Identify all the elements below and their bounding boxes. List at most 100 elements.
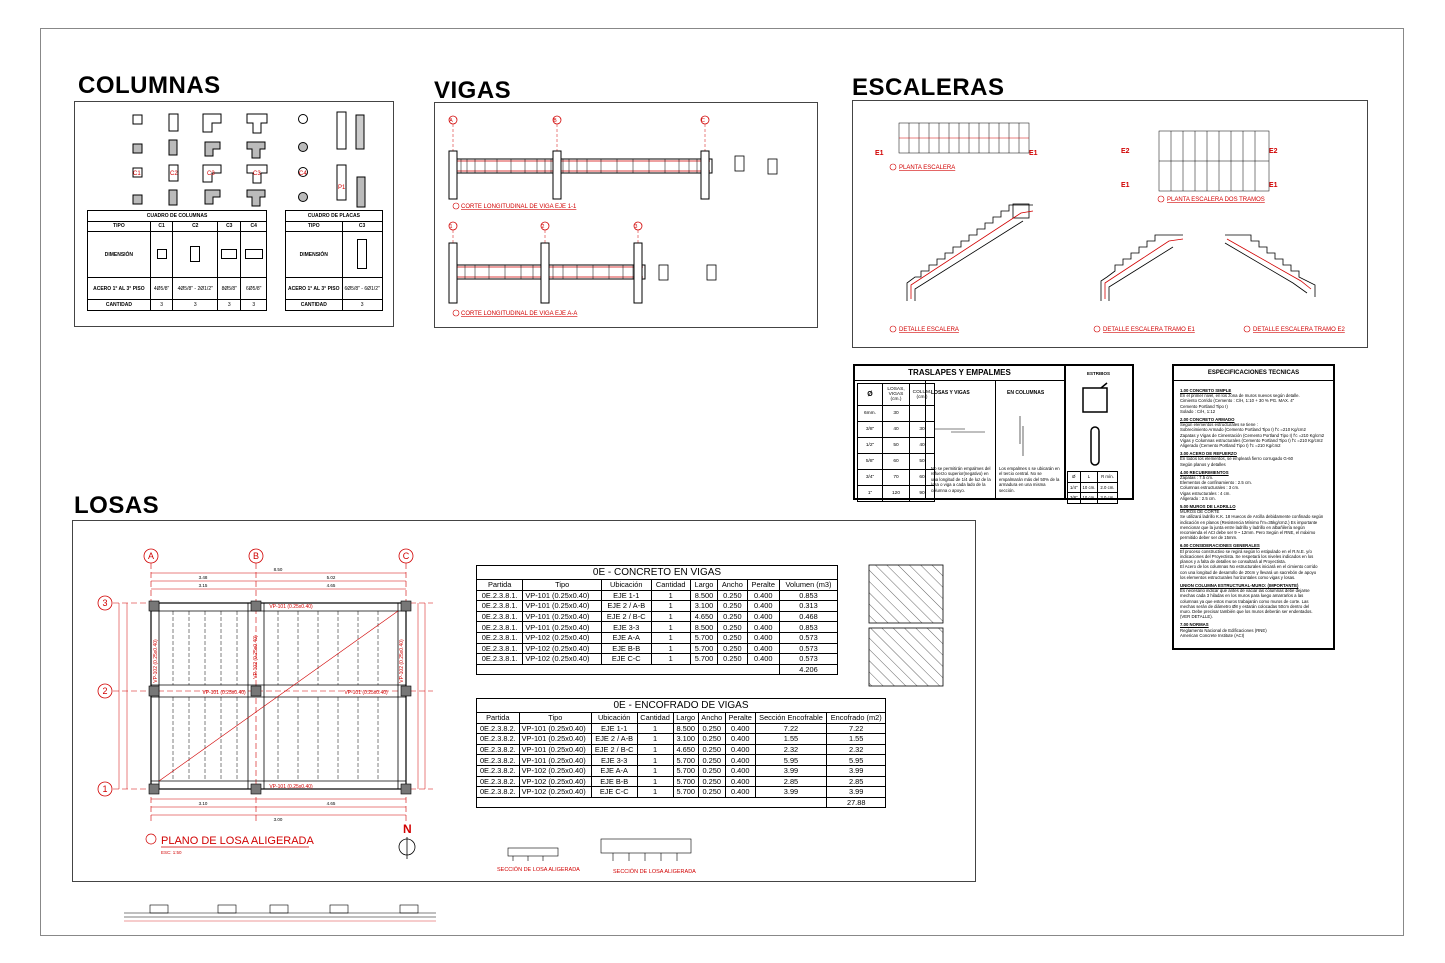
esp-line: con una longitud de desarrollo de 20cm y… — [1180, 569, 1317, 575]
table-cell: EJE B-B — [600, 642, 652, 655]
esp-line: mencionar que la junta entre ladrillo y … — [1180, 524, 1305, 530]
placa-header-tipo: TIPO — [285, 220, 343, 233]
cuadro-columnas-title: CUADRO DE COLUMNAS — [87, 210, 267, 222]
esp-line: indicaciones del Proyectista. Se respeta… — [1180, 553, 1314, 559]
table-cell: 5.700 — [672, 754, 699, 766]
losa-plan-drawing: A B C 3 2 1 8.50 3.48 5.02 3.15 4.65 3.1… — [97, 548, 944, 875]
table-cell: 0.400 — [724, 786, 756, 798]
tabla-concreto-title: 0E - CONCRETO EN VIGAS — [476, 565, 838, 580]
table-cell: 1 — [636, 786, 674, 798]
table-cell: 8.500 — [689, 621, 719, 633]
esc-detalle-e2: DETALLE ESCALERA TRAMO E2 — [1253, 327, 1345, 333]
table-cell: 7.22 — [754, 722, 828, 735]
table-cell: EJE B-B — [590, 775, 638, 788]
esp-line: (VER DETALLE). — [1180, 614, 1213, 620]
losa-plan-title: PLANO DE LOSA ALIGERADA — [161, 835, 315, 847]
beam-label-4: VP-102 (0.25x0.40) — [153, 639, 159, 683]
table-cell: VP-101 (0.25x0.40) — [518, 754, 592, 766]
vigas-drawing: A B C 1 2 3 CORTE LONGITUDINAL DE VIGA E… — [448, 115, 778, 317]
beam-label-6: VP-102 (0.25x0.40) — [399, 639, 405, 683]
table-cell: 5.95 — [754, 754, 828, 766]
table-cell: 0.250 — [717, 621, 748, 633]
title-escaleras: ESCALERAS — [852, 74, 1005, 101]
table-cell: 0E.2.3.8.1. — [475, 610, 524, 623]
table-cell: VP-102 (0.25x0.40) — [518, 775, 592, 788]
table-cell: 8.500 — [672, 722, 699, 735]
trs-note-losas: No se permitirán empalmes del refuerzo s… — [931, 466, 991, 493]
losa-axis-c: C — [403, 551, 410, 561]
esc-planta-dos: PLANTA ESCALERA DOS TRAMOS — [1167, 197, 1265, 203]
table-cell: 1 — [650, 610, 691, 623]
table-cell: 2.85 — [754, 775, 828, 788]
trs-losas-vigas: LOSAS Y VIGAS — [931, 390, 970, 396]
placa-dimension-label: DIMENSIÓN — [285, 231, 343, 279]
table-cell: VP-102 (0.25x0.40) — [522, 631, 602, 644]
escaleras-panel: E1 E1 E2 E2 E1 E1 PLANTA ESCALERA PLANTA… — [852, 100, 1368, 348]
table-cell: 1 — [636, 754, 674, 766]
table-cell: 0.400 — [724, 775, 756, 788]
plan-label-c2: C2 — [170, 171, 178, 177]
table-cell: 0.400 — [724, 743, 756, 756]
esp-line: En todos los elementos, se empleará fier… — [1180, 456, 1293, 462]
losa-dim-0: 8.50 — [274, 567, 283, 572]
table-cell: EJE 2 / B-C — [590, 743, 638, 756]
losa-axis-2: 2 — [102, 686, 107, 696]
row-cantidad-label: CANTIDAD — [87, 299, 151, 311]
table-cell: 0E.2.3.8.2. — [476, 786, 520, 798]
table-row: 0E.2.3.8.2.VP-101 (0.25x0.40)EJE 2 / A-B… — [476, 733, 886, 745]
table-cell: 0E.2.3.8.2. — [476, 764, 520, 777]
te-header-8: Encofrado (m2) — [826, 712, 886, 724]
table-cell: 0E.2.3.8.1. — [475, 653, 524, 665]
esc-tag-3: E2 — [1121, 148, 1130, 155]
esp-line: 4.00 RECUBRIMIENTOS — [1180, 469, 1229, 475]
esp-line: Según planos y detalles — [1180, 461, 1226, 467]
table-cell: VP-101 (0.25x0.40) — [522, 621, 602, 633]
beam-label-5: VP-102 (0.25x0.40) — [253, 635, 259, 679]
est-r1-0: 3/8" — [1067, 492, 1081, 504]
beam-label-2: VP-101 (0.25x0.40) — [344, 690, 388, 696]
est-r0-2: 2.0 cm. — [1097, 481, 1118, 494]
tc-header-1: Tipo — [522, 579, 602, 591]
esc-tag-6: E1 — [1269, 182, 1278, 189]
table-cell: 3.99 — [754, 764, 828, 777]
table-cell: 5.700 — [689, 653, 719, 665]
col-header-c1: C1 — [149, 220, 174, 233]
te-header-4: Largo — [672, 712, 699, 724]
esp-line: mechas serán de diámetro Ø8 y estarán co… — [1180, 603, 1310, 609]
est-r1-2: 3.0 cm. — [1097, 492, 1118, 504]
table-cell: 0.573 — [778, 653, 839, 665]
esp-line: permitido deber ser de 15mm. — [1180, 535, 1238, 541]
esp-line: 3.00 ACERO DE REFUERZO — [1180, 451, 1237, 457]
col-header-tipo: TIPO — [87, 220, 151, 233]
table-cell: 1 — [636, 764, 674, 777]
te-header-1: Tipo — [518, 712, 592, 724]
losa-dim-4: 4.65 — [327, 583, 336, 588]
traslapes-table: Ø LOSAS, VIGAS (cm.) COLUM. (cm.) 6mm.30… — [857, 383, 935, 502]
table-cell: 2.32 — [826, 743, 886, 756]
esc-detalle-e1: DETALLE ESCALERA TRAMO E1 — [1103, 327, 1195, 333]
vigas-axis-2: 2 — [542, 224, 545, 230]
table-cell: 5.700 — [672, 764, 699, 777]
trs-en-columnas: EN COLUMNAS — [1007, 390, 1045, 396]
table-cell: 0.573 — [778, 631, 839, 644]
esp-line: muro. Debe precisar también que los muro… — [1180, 608, 1313, 614]
table-cell: 3.99 — [754, 786, 828, 798]
placa-acero-label: ACERO 1° AL 3° PISO — [285, 277, 343, 301]
te-header-0: Partida — [476, 712, 520, 724]
table-cell: 0.400 — [746, 621, 780, 633]
table-cell: 0E.2.3.8.1. — [475, 589, 524, 602]
te-header-5: Ancho — [697, 712, 726, 724]
esp-line: Aligerado (Cemento Portland Tipo I) f'c … — [1180, 443, 1281, 449]
table-cell: 0.250 — [717, 642, 748, 655]
te-header-6: Peralte — [724, 712, 756, 724]
table-cell: EJE 2 / A-B — [600, 600, 652, 612]
cuadro-placas-title: CUADRO DE PLACAS — [285, 210, 383, 222]
cantidad-c1: 3 — [149, 299, 174, 311]
table-cell: 1 — [650, 653, 691, 665]
beam-label-3: VP-101 (0.25x0.40) — [269, 784, 313, 790]
